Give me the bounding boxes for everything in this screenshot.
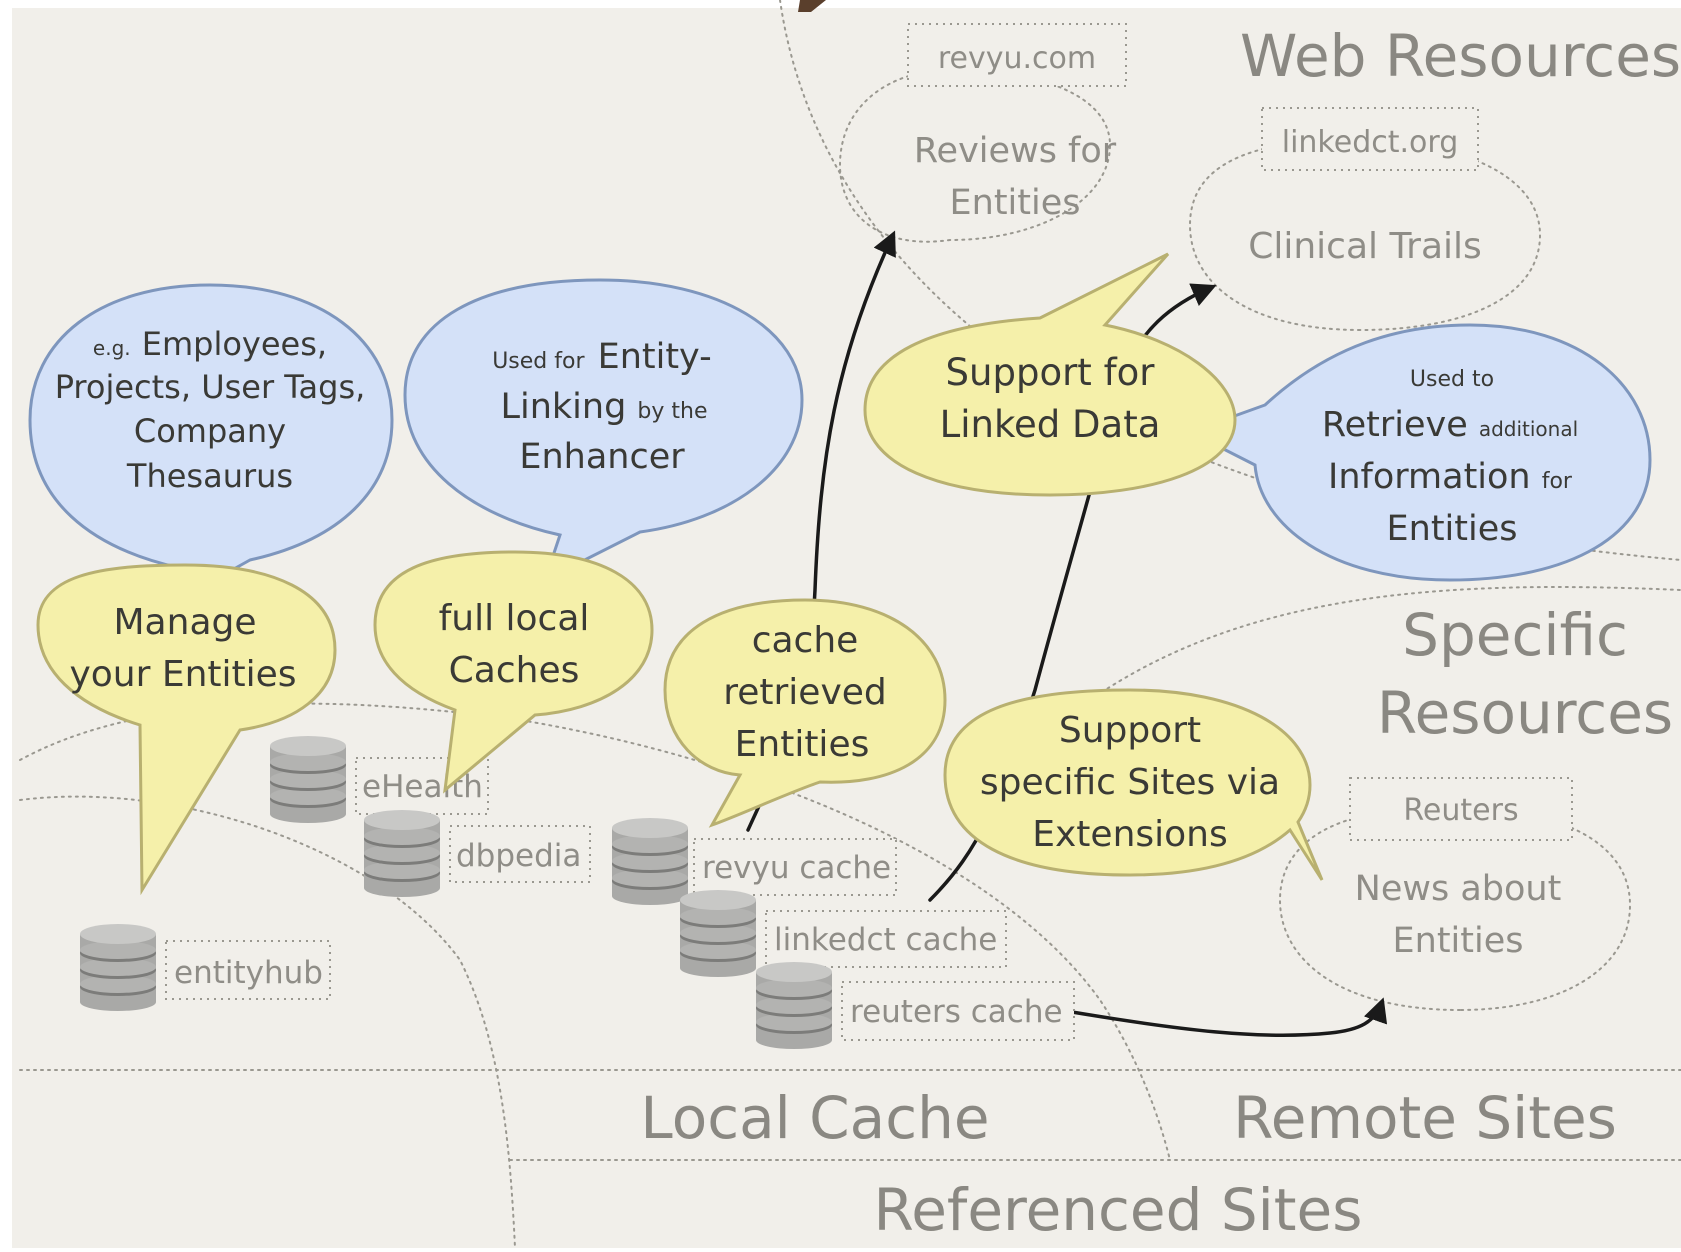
bubble-employees-line3: Company xyxy=(134,412,286,450)
bubble-cache-retrieved-line2: retrieved xyxy=(723,672,887,713)
bubble-employees-line1: e.g. Employees, xyxy=(93,325,327,363)
bubble-retrieve-line3: Information for xyxy=(1328,457,1573,497)
revyu-cache-label: revyu cache xyxy=(702,850,891,886)
reuters-cache-label: reuters cache xyxy=(850,994,1063,1030)
bubble-entity-linking-entity: Entity- xyxy=(598,337,712,377)
bubble-entity-linking-line3: Enhancer xyxy=(519,437,685,477)
revyu-site: revyu.com xyxy=(938,41,1096,76)
bubble-retrieve-line2: Retrieve additional xyxy=(1322,405,1578,445)
cache-revyu: revyu cache xyxy=(612,818,897,905)
bubble-linked-data-line1: Support for xyxy=(946,351,1156,394)
linkedct-site: linkedct.org xyxy=(1282,125,1458,160)
reuters-site: Reuters xyxy=(1403,793,1518,828)
reuters-desc-line2: Entities xyxy=(1393,921,1524,961)
bubble-employees-shape xyxy=(28,283,394,592)
database-icon xyxy=(270,736,346,823)
bubble-linked-data: Support for Linked Data xyxy=(863,252,1237,497)
cache-reuters: reuters cache xyxy=(756,962,1075,1049)
database-icon xyxy=(364,810,440,897)
bubble-employees-line2: Projects, User Tags, xyxy=(55,368,366,406)
bubble-manage-line1: Manage xyxy=(114,602,257,643)
linkedct-cloud xyxy=(1188,138,1542,332)
bubble-entity-linking-line1: Used for Entity- xyxy=(492,337,712,377)
bubble-retrieve-shape xyxy=(1186,323,1652,582)
bubble-linked-data-shape xyxy=(863,252,1237,497)
bubble-full-local-line2: Caches xyxy=(449,650,580,691)
bubble-specific-sites: Support specific Sites via Extensions xyxy=(943,688,1324,881)
revyu-cache-label-box xyxy=(693,838,897,896)
bubble-entity-linking-line2: Linking by the xyxy=(501,387,708,427)
bubble-employees-employees: Employees, xyxy=(142,325,327,363)
bubble-entity-linking-shape xyxy=(403,278,804,583)
bubble-full-local-line1: full local xyxy=(439,598,590,639)
database-icon xyxy=(680,890,756,977)
revyu-site-box xyxy=(907,23,1127,87)
bubble-specific-sites-line3: Extensions xyxy=(1032,814,1228,855)
revyu-desc-line2: Entities xyxy=(950,183,1081,223)
bubble-retrieve-additional: additional xyxy=(1479,417,1578,441)
region-remote-sites: Remote Sites xyxy=(1233,1084,1617,1152)
bubble-retrieve: Used to Retrieve additional Information … xyxy=(1186,323,1652,582)
bubble-cache-retrieved: cache retrieved Entities xyxy=(663,598,947,828)
bubble-employees: e.g. Employees, Projects, User Tags, Com… xyxy=(28,283,394,592)
linkedct-cache-label-box xyxy=(765,910,1007,968)
dbpedia-label: dbpedia xyxy=(456,838,581,874)
bubble-cache-retrieved-shape xyxy=(663,598,947,828)
entityhub-label-box xyxy=(165,940,331,1000)
bubble-specific-sites-shape xyxy=(943,688,1324,881)
bubble-retrieve-for: for xyxy=(1542,469,1573,494)
database-icon xyxy=(612,818,688,905)
cache-linkedct: linkedct cache xyxy=(680,890,1007,977)
database-icon xyxy=(756,962,832,1049)
region-web-resources: Web Resources xyxy=(1240,22,1681,90)
region-referenced-sites: Referenced Sites xyxy=(874,1176,1363,1244)
linkedct-resource: linkedct.org Clinical Trails xyxy=(1188,107,1542,332)
bubble-full-local-shape xyxy=(373,550,654,794)
linkedct-cache-label: linkedct cache xyxy=(774,922,997,958)
database-icon xyxy=(80,924,156,1011)
bubble-specific-sites-line2: specific Sites via xyxy=(980,762,1280,803)
reuters-desc-line1: News about xyxy=(1355,869,1562,909)
revyu-resource: revyu.com Reviews for Entities xyxy=(838,23,1127,243)
bubble-retrieve-information: Information xyxy=(1328,457,1531,497)
region-specific-line2: Resources xyxy=(1377,679,1673,747)
bubble-retrieve-retrieve: Retrieve xyxy=(1322,405,1468,445)
bubble-specific-sites-line1: Support xyxy=(1059,710,1201,751)
bubble-cache-retrieved-line1: cache xyxy=(752,620,859,661)
bubble-linked-data-line2: Linked Data xyxy=(940,403,1161,446)
bubble-cache-retrieved-line3: Entities xyxy=(735,724,870,765)
bubble-employees-line4: Thesaurus xyxy=(126,457,293,495)
linkedct-desc: Clinical Trails xyxy=(1248,226,1482,267)
reuters-site-box xyxy=(1349,777,1573,841)
bubble-retrieve-line4: Entities xyxy=(1387,509,1518,549)
bubble-retrieve-line1: Used to xyxy=(1410,367,1494,392)
dbpedia-label-box xyxy=(449,825,591,883)
bubble-manage-shape xyxy=(36,563,337,896)
bubble-full-local: full local Caches xyxy=(373,550,654,794)
revyu-desc-line1: Reviews for xyxy=(914,131,1117,171)
bubble-entity-linking-linking: Linking xyxy=(501,387,627,427)
bubble-entity-linking-bythe: by the xyxy=(637,399,707,424)
bubble-manage-line2: your Entities xyxy=(69,654,296,695)
arrow-reuters xyxy=(1070,997,1388,1037)
region-specific-line1: Specific xyxy=(1402,601,1628,669)
cache-dbpedia: dbpedia xyxy=(364,810,591,897)
region-local-cache: Local Cache xyxy=(640,1084,989,1152)
cache-entityhub: entityhub xyxy=(80,924,331,1011)
bubble-entity-linking: Used for Entity- Linking by the Enhancer xyxy=(403,278,804,583)
title-fragment xyxy=(798,0,826,12)
bubble-entity-linking-usedfor: Used for xyxy=(492,349,585,374)
bubble-manage: Manage your Entities xyxy=(36,563,337,896)
linkedct-site-box xyxy=(1261,107,1479,171)
reuters-resource: Reuters News about Entities xyxy=(1278,777,1632,1012)
bubble-employees-eg: e.g. xyxy=(93,336,131,360)
entityhub-label: entityhub xyxy=(174,955,323,991)
reuters-cache-label-box xyxy=(841,981,1075,1041)
